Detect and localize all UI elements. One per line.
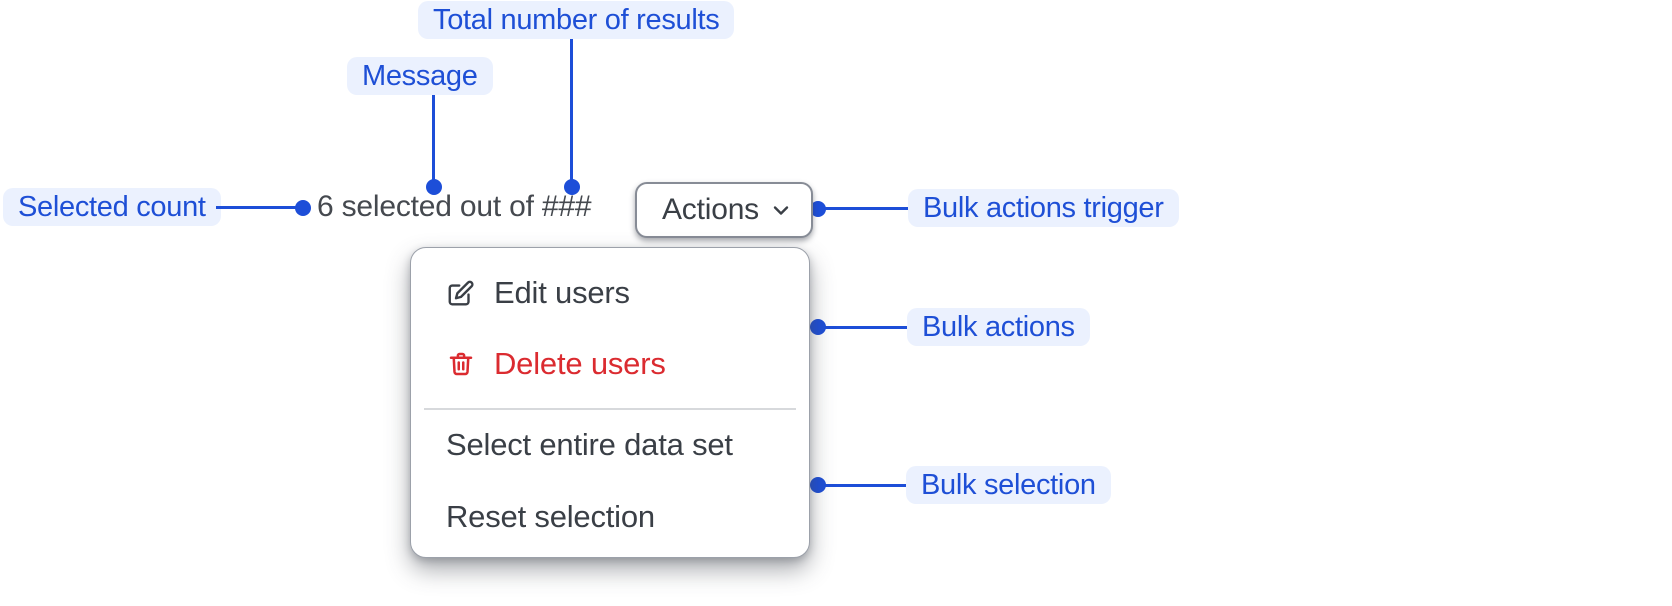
connector-line-total-results <box>570 39 573 180</box>
menu-item-reset-selection[interactable]: Reset selection <box>411 492 809 542</box>
connector-line-selected-count <box>216 206 296 209</box>
connector-dot-bulk-actions-trigger <box>810 201 826 217</box>
menu-item-label: Delete users <box>494 346 666 381</box>
connector-line-bulk-actions-trigger <box>824 207 908 210</box>
callout-bulk-selection: Bulk selection <box>906 466 1111 504</box>
menu-item-label: Reset selection <box>446 499 655 534</box>
connector-dot-selected-count <box>295 200 311 216</box>
callout-selected-count: Selected count <box>3 188 221 226</box>
menu-item-delete-users[interactable]: Delete users <box>411 339 809 389</box>
selection-message: 6 selected out of ### <box>317 190 592 223</box>
bulk-actions-menu: Edit users Delete users Select entire da… <box>410 247 810 558</box>
connector-dot-message <box>426 179 442 195</box>
menu-divider <box>424 408 796 410</box>
connector-line-bulk-actions <box>822 326 907 329</box>
menu-item-edit-users[interactable]: Edit users <box>411 268 809 318</box>
chevron-down-icon <box>769 198 793 222</box>
actions-button-label: Actions <box>662 193 759 226</box>
menu-item-label: Edit users <box>494 275 630 310</box>
trash-icon <box>446 349 476 379</box>
callout-bulk-actions-trigger: Bulk actions trigger <box>908 189 1179 227</box>
callout-total-number-of-results: Total number of results <box>418 1 735 39</box>
menu-item-label: Select entire data set <box>446 427 733 462</box>
callout-bulk-actions: Bulk actions <box>907 308 1090 346</box>
connector-dot-bulk-actions <box>810 319 826 335</box>
connector-line-bulk-selection <box>822 484 906 487</box>
bulk-actions-trigger-button[interactable]: Actions <box>635 182 813 238</box>
edit-icon <box>446 278 476 308</box>
connector-dot-total-results <box>564 179 580 195</box>
menu-item-select-entire-data-set[interactable]: Select entire data set <box>411 420 809 470</box>
connector-dot-bulk-selection <box>810 477 826 493</box>
callout-message: Message <box>347 57 493 95</box>
connector-line-message <box>432 95 435 180</box>
